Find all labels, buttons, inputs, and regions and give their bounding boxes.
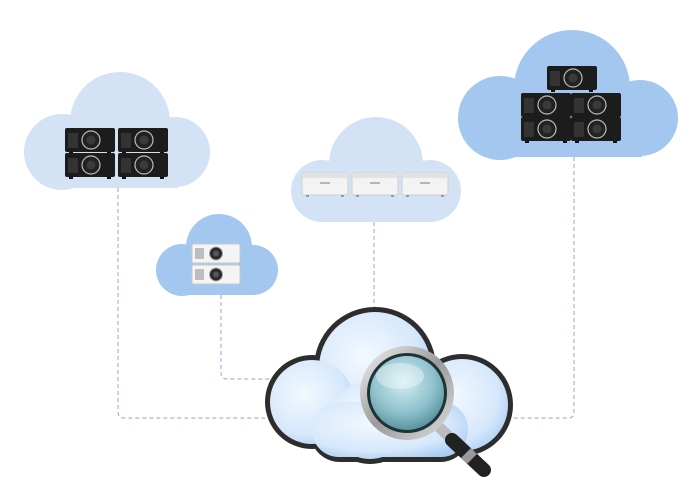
connector-line-4 [510,157,575,419]
magnifier-icon [360,346,491,477]
cloud-shape [291,117,461,222]
projector-icon [546,65,598,93]
connector-line-1 [117,188,268,419]
search-cloud[interactable] [265,307,513,477]
cloud-white-projectors-2[interactable] [156,214,278,296]
connectors [117,157,575,419]
projector-icon [351,172,399,198]
projector-icon [64,152,116,180]
projector-icon [570,92,622,120]
cloud-white-flat-projectors-3[interactable] [291,117,461,222]
projector-icon [301,172,349,198]
projector-icon [191,264,241,285]
projector-icon [64,127,116,155]
cloud-shape [24,72,210,190]
projector-icon [401,172,449,198]
cloud-black-projectors-5[interactable] [458,30,678,160]
cloud-black-projectors-4[interactable] [24,72,210,190]
projector-icon [191,243,241,264]
projector-icon [520,92,572,120]
connector-line-2 [220,295,272,380]
projector-icon [520,116,572,144]
projector-icon [117,152,169,180]
projector-icon [570,116,622,144]
projector-icon [117,127,169,155]
